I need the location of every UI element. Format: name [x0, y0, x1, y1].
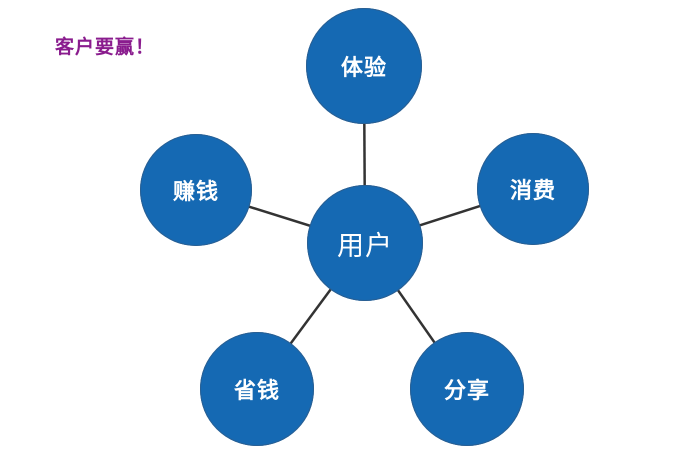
node-earn-money: 赚钱	[140, 134, 252, 246]
node-user-center: 用户	[307, 185, 423, 301]
node-label: 分享	[443, 379, 490, 404]
node-label: 体验	[340, 56, 387, 81]
node-label: 用户	[337, 230, 393, 262]
node-consume: 消费	[477, 133, 589, 245]
node-label: 消费	[509, 179, 556, 204]
diagram-title: 客户要赢！	[55, 36, 156, 58]
node-save-money: 省钱	[200, 332, 314, 446]
node-share: 分享	[410, 332, 524, 446]
node-label: 省钱	[233, 379, 280, 404]
node-experience: 体验	[306, 8, 422, 124]
node-label: 赚钱	[172, 180, 219, 205]
